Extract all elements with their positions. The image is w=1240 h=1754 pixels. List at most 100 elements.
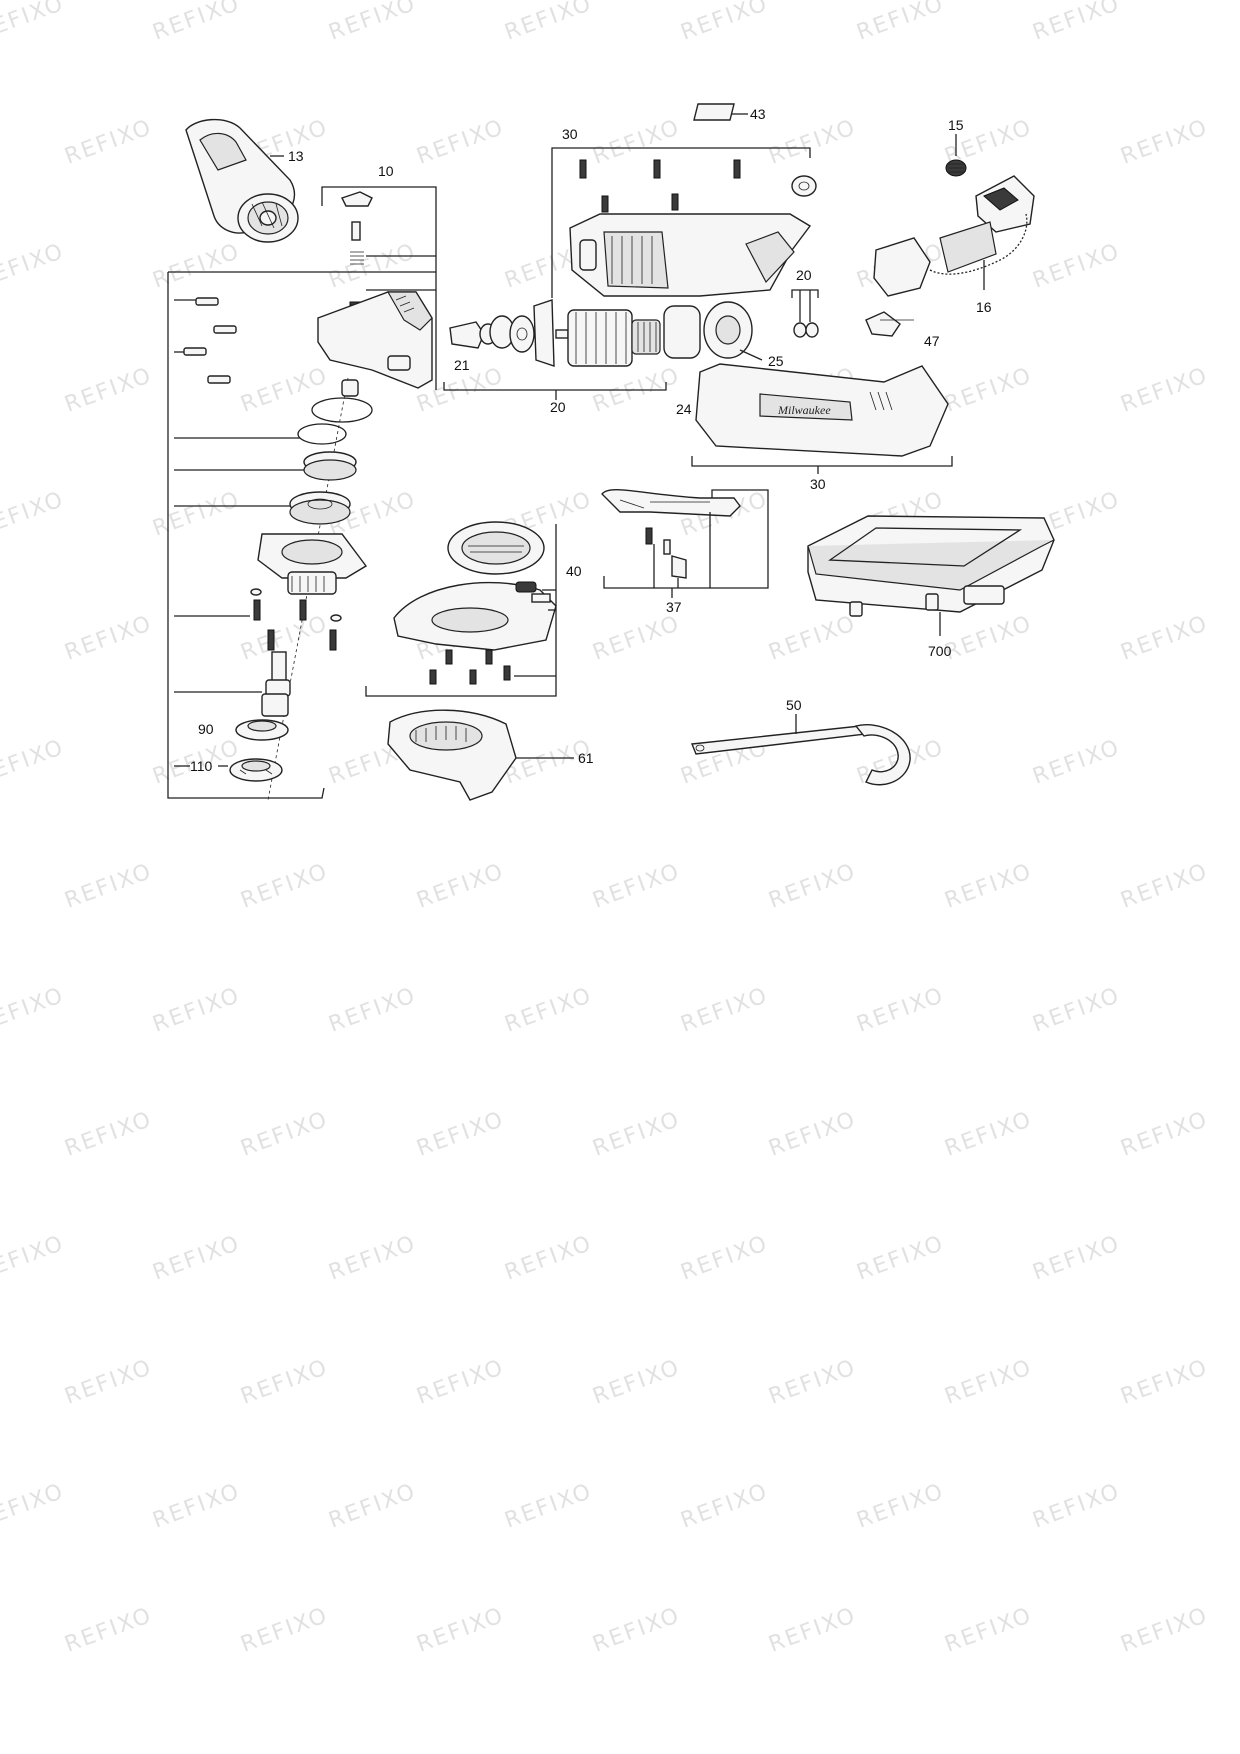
watermark-text: REFIXO bbox=[1030, 1479, 1124, 1534]
watermark-text: REFIXO bbox=[678, 0, 772, 46]
guard-assembly bbox=[365, 521, 557, 697]
watermark-text: REFIXO bbox=[766, 1107, 860, 1162]
watermark-text: REFIXO bbox=[150, 983, 244, 1038]
callout-15: 15 bbox=[948, 117, 964, 133]
callout-43: 43 bbox=[750, 106, 766, 122]
watermark-text: REFIXO bbox=[150, 1479, 244, 1534]
watermark-text: REFIXO bbox=[1030, 735, 1124, 790]
spindle-stack bbox=[174, 377, 373, 801]
watermark-text: REFIXO bbox=[414, 115, 508, 170]
watermark-text: REFIXO bbox=[678, 1479, 772, 1534]
brush-pair bbox=[791, 289, 819, 338]
callout-24: 24 bbox=[676, 401, 692, 417]
watermark-text: REFIXO bbox=[62, 1107, 156, 1162]
cutting-guard-part bbox=[387, 709, 574, 801]
watermark-text: REFIXO bbox=[326, 0, 420, 46]
watermark-text: REFIXO bbox=[678, 983, 772, 1038]
side-handle-part bbox=[185, 118, 299, 243]
watermark-text: REFIXO bbox=[854, 1231, 948, 1286]
callout-37: 37 bbox=[666, 599, 682, 615]
callout-25: 25 bbox=[768, 353, 784, 369]
callout-30-bottom: 30 bbox=[810, 476, 826, 492]
watermark-text: REFIXO bbox=[238, 859, 332, 914]
callout-110: 110 bbox=[190, 758, 213, 774]
watermark-text: REFIXO bbox=[238, 1107, 332, 1162]
watermark-text: REFIXO bbox=[1030, 983, 1124, 1038]
watermark-text: REFIXO bbox=[150, 487, 244, 542]
motor-housing-bottom: Milwaukee bbox=[691, 363, 953, 474]
callout-10: 10 bbox=[378, 163, 394, 179]
callout-16: 16 bbox=[976, 299, 992, 315]
watermark-text: REFIXO bbox=[854, 1479, 948, 1534]
callout-30-top: 30 bbox=[562, 126, 578, 142]
watermark-text: REFIXO bbox=[238, 363, 332, 418]
brand-logo: Milwaukee bbox=[777, 403, 831, 417]
watermark-text: REFIXO bbox=[150, 1231, 244, 1286]
watermark-text: REFIXO bbox=[502, 1479, 596, 1534]
watermark-text: REFIXO bbox=[414, 859, 508, 914]
spanner-wrench-part bbox=[691, 714, 911, 786]
watermark-text: REFIXO bbox=[766, 115, 860, 170]
watermark-text: REFIXO bbox=[590, 611, 684, 666]
callout-40: 40 bbox=[566, 563, 582, 579]
callout-20-motor: 20 bbox=[550, 399, 566, 415]
housing-screws bbox=[174, 297, 237, 384]
watermark-text: REFIXO bbox=[942, 363, 1036, 418]
label-plate-part bbox=[693, 103, 748, 121]
carry-case-part bbox=[807, 515, 1055, 636]
watermark-text: REFIXO bbox=[590, 1355, 684, 1410]
callout-90: 90 bbox=[198, 721, 214, 737]
watermark-text: REFIXO bbox=[238, 1603, 332, 1658]
watermark-text: REFIXO bbox=[62, 859, 156, 914]
watermark-text: REFIXO bbox=[590, 1107, 684, 1162]
watermark-text: REFIXO bbox=[766, 1603, 860, 1658]
watermark-text: REFIXO bbox=[150, 239, 244, 294]
watermark-text: REFIXO bbox=[942, 1603, 1036, 1658]
callout-21: 21 bbox=[454, 357, 470, 373]
watermark-text: REFIXO bbox=[326, 983, 420, 1038]
watermark-text: REFIXO bbox=[502, 1231, 596, 1286]
callout-13: 13 bbox=[288, 148, 304, 164]
callout-50: 50 bbox=[786, 697, 802, 713]
watermark-text: REFIXO bbox=[678, 1231, 772, 1286]
watermark-text: REFIXO bbox=[0, 1231, 68, 1286]
watermark-text: REFIXO bbox=[414, 1603, 508, 1658]
watermark-text: REFIXO bbox=[0, 983, 68, 1038]
watermark-text: REFIXO bbox=[0, 487, 68, 542]
watermark-text: REFIXO bbox=[942, 611, 1036, 666]
watermark-text: REFIXO bbox=[502, 983, 596, 1038]
callout-47: 47 bbox=[924, 333, 940, 349]
callout-20-brushes: 20 bbox=[796, 267, 812, 283]
motor-assembly bbox=[443, 299, 763, 400]
watermark-text: REFIXO bbox=[0, 0, 68, 46]
gear-housing-group: 10 bbox=[167, 163, 437, 799]
callout-700: 700 bbox=[928, 643, 952, 659]
watermark-text: REFIXO bbox=[590, 115, 684, 170]
watermark-text: REFIXO bbox=[1118, 363, 1212, 418]
watermark-text: REFIXO bbox=[1118, 1355, 1212, 1410]
watermark-text: REFIXO bbox=[1118, 611, 1212, 666]
watermark-text: REFIXO bbox=[0, 735, 68, 790]
watermark-text: REFIXO bbox=[62, 115, 156, 170]
watermark-text: REFIXO bbox=[942, 1355, 1036, 1410]
watermark-text: REFIXO bbox=[414, 1107, 508, 1162]
watermark-text: REFIXO bbox=[1030, 239, 1124, 294]
watermark-text: REFIXO bbox=[62, 1603, 156, 1658]
switch-assembly bbox=[865, 134, 1035, 337]
watermark-text: REFIXO bbox=[62, 1355, 156, 1410]
watermark-text: REFIXO bbox=[0, 239, 68, 294]
motor-housing-top: 30 bbox=[551, 126, 817, 298]
watermark-text: REFIXO bbox=[1118, 859, 1212, 914]
watermark-text: REFIXO bbox=[502, 0, 596, 46]
watermark-text: REFIXO bbox=[854, 0, 948, 46]
watermark-text: REFIXO bbox=[590, 1603, 684, 1658]
watermark-text: REFIXO bbox=[62, 611, 156, 666]
watermark-text: REFIXO bbox=[1118, 115, 1212, 170]
watermark-text: REFIXO bbox=[942, 859, 1036, 914]
watermark-text: REFIXO bbox=[0, 1479, 68, 1534]
watermark-text: REFIXO bbox=[766, 1355, 860, 1410]
callout-61: 61 bbox=[578, 750, 594, 766]
watermark-text: REFIXO bbox=[62, 363, 156, 418]
watermark-text: REFIXO bbox=[1118, 1107, 1212, 1162]
